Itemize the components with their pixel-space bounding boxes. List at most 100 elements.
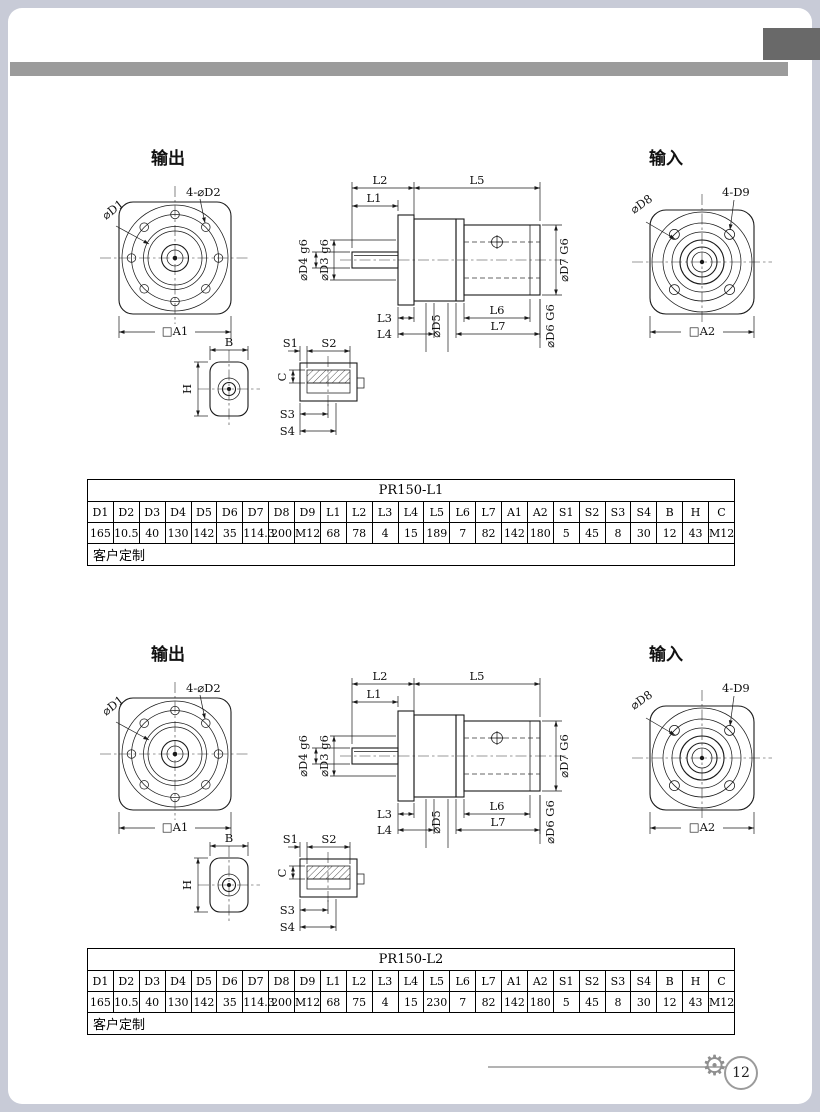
table-header-cell: C	[708, 970, 735, 992]
table-header-cell: S1	[552, 501, 580, 523]
table-value-cell: 30	[630, 522, 658, 544]
table-value-cell: 68	[319, 522, 347, 544]
table-header-cell: B	[656, 501, 684, 523]
table-value-cell: 45	[578, 522, 606, 544]
table-note: 客户定制	[87, 543, 735, 566]
table-value-cell: 12	[656, 522, 684, 544]
table-header-cell: B	[656, 970, 684, 992]
table-value-cell: 15	[397, 991, 425, 1013]
table-header-cell: D3	[138, 970, 166, 992]
table-value-cell: 142	[190, 522, 218, 544]
table-value-cell: 165	[87, 522, 114, 544]
table-header-cell: A2	[526, 501, 554, 523]
table-header-cell: L4	[397, 970, 425, 992]
table-header-cell: S2	[578, 501, 606, 523]
table-header-cell: D3	[138, 501, 166, 523]
table-header-cell: L7	[475, 501, 502, 523]
table-value-cell: M12	[294, 991, 321, 1013]
drawing-section-1	[0, 142, 820, 452]
table-value-cell: M12	[708, 991, 735, 1013]
table-header-cell: A2	[526, 970, 554, 992]
table-value-cell: 130	[164, 522, 192, 544]
table-title: PR150-L2	[87, 948, 735, 971]
table-value-cell: M12	[294, 522, 321, 544]
table-header-cell: D6	[216, 501, 244, 523]
table-value-cell: 230	[423, 991, 451, 1013]
table-value-cell: 200	[268, 991, 295, 1013]
table-header-cell: A1	[501, 970, 528, 992]
table-value-cell: 114.3	[242, 991, 275, 1013]
table-header-cell: S4	[630, 501, 658, 523]
table-value-cell: 10.5	[112, 991, 140, 1013]
table-header-cell: D2	[112, 501, 140, 523]
table-header-cell: S4	[630, 970, 658, 992]
table-value-cell: 8	[604, 522, 632, 544]
table-value-cell: 10.5	[112, 522, 140, 544]
table-header-cell: L2	[345, 501, 373, 523]
table-value-cell: 7	[449, 991, 477, 1013]
table-value-cell: 142	[501, 522, 528, 544]
header-gray-bar	[10, 62, 788, 76]
table-header-cell: L3	[371, 501, 399, 523]
table-value-cell: 7	[449, 522, 477, 544]
table-value-cell: 40	[138, 991, 166, 1013]
table-value-cell: 82	[475, 991, 502, 1013]
table-header-cell: L2	[345, 970, 373, 992]
table-header-cell: D7	[242, 970, 270, 992]
table-header-cell: D9	[294, 501, 321, 523]
table-value-cell: 114.3	[242, 522, 275, 544]
table-value-cell: 40	[138, 522, 166, 544]
table-header-cell: D4	[164, 970, 192, 992]
table-value-cell: 142	[501, 991, 528, 1013]
drawing-section-2	[0, 638, 820, 948]
table-header-cell: D7	[242, 501, 270, 523]
table-header-cell: L4	[397, 501, 425, 523]
table-value-cell: 130	[164, 991, 192, 1013]
table-header-cell: S1	[552, 970, 580, 992]
table-header-cell: L1	[319, 970, 347, 992]
table-value-cell: 35	[216, 522, 244, 544]
table-header-cell: L3	[371, 970, 399, 992]
table-value-cell: 75	[345, 991, 373, 1013]
table-header-cell: D5	[190, 970, 218, 992]
table-header-cell: D9	[294, 970, 321, 992]
table-header-cell: A1	[501, 501, 528, 523]
table-header-cell: D8	[268, 501, 295, 523]
header-dark-tab	[763, 28, 820, 60]
table-header-cell: L7	[475, 970, 502, 992]
table-header-cell: L5	[423, 970, 451, 992]
table-header-cell: D4	[164, 501, 192, 523]
footer-divider	[488, 1066, 752, 1068]
table-value-cell: 180	[526, 522, 554, 544]
table-title: PR150-L1	[87, 479, 735, 502]
table-header-cell: S3	[604, 970, 632, 992]
table-header-cell: L5	[423, 501, 451, 523]
table-header-cell: D5	[190, 501, 218, 523]
table-header-cell: L1	[319, 501, 347, 523]
table-header-cell: L6	[449, 501, 477, 523]
table-value-cell: 200	[268, 522, 295, 544]
table-value-cell: 142	[190, 991, 218, 1013]
page-number: 12	[732, 1065, 750, 1081]
table-header-cell: S3	[604, 501, 632, 523]
table-value-cell: 189	[423, 522, 451, 544]
table-header-cell: H	[682, 970, 709, 992]
table-value-cell: 165	[87, 991, 114, 1013]
table-value-cell: 78	[345, 522, 373, 544]
table-header-cell: D2	[112, 970, 140, 992]
table-value-cell: 35	[216, 991, 244, 1013]
table-header-cell: D6	[216, 970, 244, 992]
table-value-cell: 4	[371, 522, 399, 544]
table-value-cell: 15	[397, 522, 425, 544]
table-note: 客户定制	[87, 1012, 735, 1035]
table-value-cell: 4	[371, 991, 399, 1013]
table-header-cell: L6	[449, 970, 477, 992]
table-header-cell: D8	[268, 970, 295, 992]
table-value-cell: M12	[708, 522, 735, 544]
table-value-cell: 180	[526, 991, 554, 1013]
table-header-cell: D1	[87, 501, 114, 523]
page-number-badge: 12	[724, 1056, 758, 1090]
table-value-cell: 45	[578, 991, 606, 1013]
